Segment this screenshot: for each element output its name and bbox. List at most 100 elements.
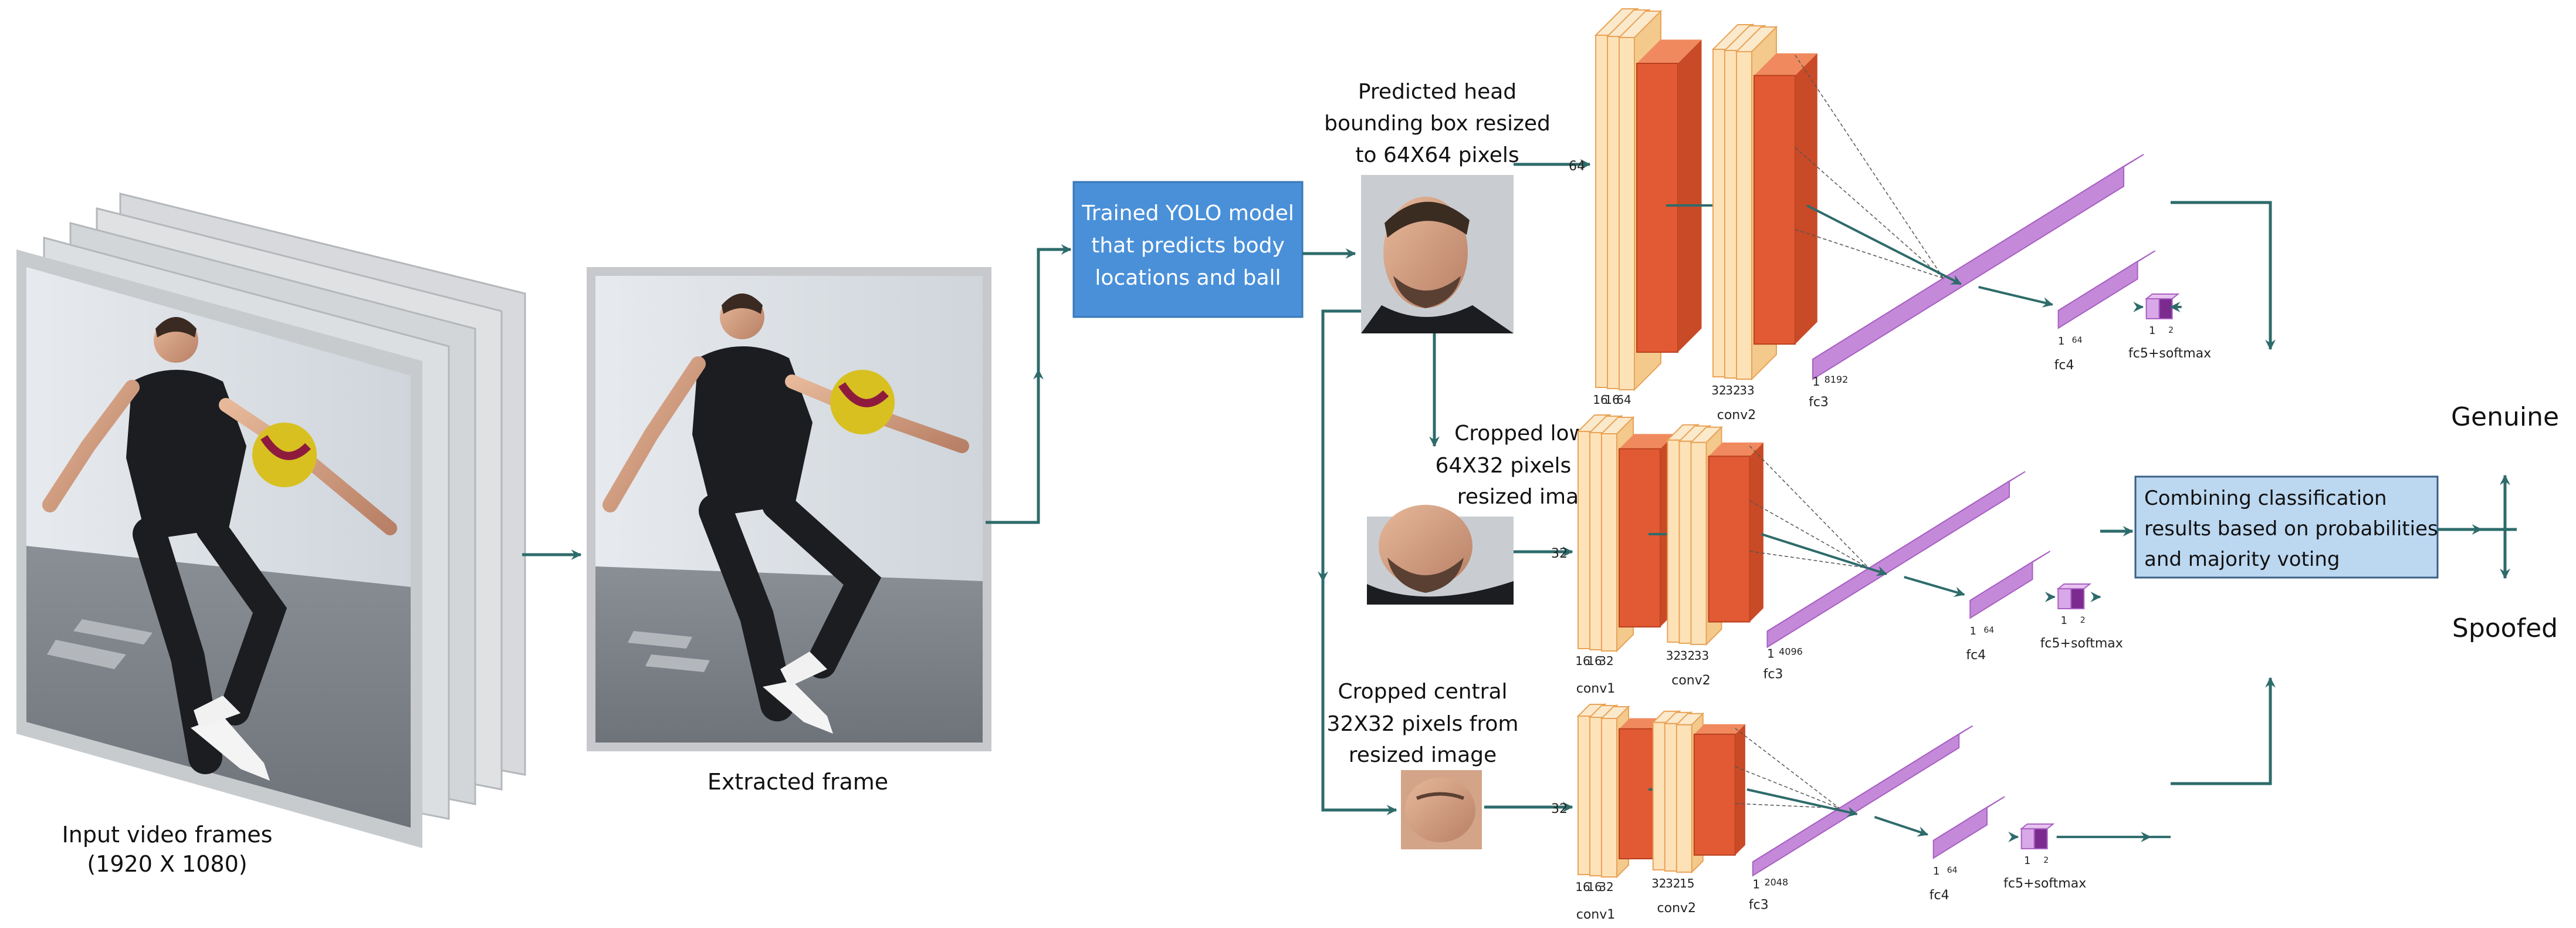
branch-2-proj-1 (1749, 551, 1869, 569)
branch-3-conv2-layer2-front (1675, 724, 1692, 873)
branch-1-proj-2 (1795, 147, 1944, 279)
head-label-line1: Predicted head (1358, 80, 1517, 104)
branch-3-fc5-a (2020, 828, 2035, 849)
branch-3-fc5-label: fc5+softmax (2003, 876, 2086, 891)
branch-2-fc5-top (2056, 583, 2092, 589)
branch-1-conv2-dim-0: 32 (1711, 383, 1726, 397)
branch-3-conv2-core (1693, 733, 1736, 856)
output-spoofed: Spoofed (2452, 613, 2558, 643)
lower-crop-image (1367, 505, 1514, 605)
branch-1-conv1-dim-2: 64 (1616, 393, 1631, 407)
branch-1-conv1-dim-1: 16 (1605, 393, 1619, 407)
combine-line1: Combining classification (2144, 487, 2387, 510)
branch-2-fc5-a (2057, 588, 2072, 609)
input-label-line2: (1920 X 1080) (87, 851, 247, 877)
branch-1-conv2-core-top (1754, 53, 1817, 76)
branch-1-fc5-label: fc5+softmax (2128, 346, 2211, 361)
branch-1-conv2-layer2-front (1736, 51, 1752, 380)
branch-1-conv1-core-side (1678, 39, 1702, 352)
branch-3-conv2-label: conv2 (1657, 901, 1697, 916)
branch-2-input-dim: 32 (1551, 546, 1568, 561)
combine-line3: and majority voting (2144, 548, 2340, 571)
branch-1-fc5-a (2145, 298, 2160, 319)
branch-1-conv2-dim-2: 33 (1739, 383, 1754, 397)
branch-3-input-dim: 32 (1551, 802, 1568, 816)
input-frame-stack: Input video frames (1920 X 1080) (16, 193, 526, 877)
branch-1-conv1-layer2-front (1619, 37, 1635, 390)
branch-2-fc3-front (1766, 480, 2010, 649)
branch-1-fc4-dim-1: 64 (2072, 336, 2083, 345)
branch-2-arrow-fc3fc4 (1904, 576, 1965, 597)
branch-1-fc3-dim-1: 8192 (1824, 374, 1849, 385)
central-label-line1: Cropped central (1338, 680, 1507, 704)
branch-2-fc5-b (2070, 588, 2085, 609)
branch-3-conv1-label: conv1 (1576, 907, 1616, 922)
branch-1-fc5-dim-0: 1 (2149, 325, 2155, 337)
branch-3-fc5-dim-0: 1 (2024, 855, 2030, 867)
branch-1-proj-1 (1795, 229, 1944, 279)
branch-3-proj-2 (1735, 766, 1840, 809)
branch-2-conv1-dim-2: 32 (1599, 654, 1613, 668)
branch-3-fc5-b (2033, 828, 2048, 849)
branch-2-fc4-front (1969, 561, 2033, 619)
branch-3-conv2-dim-1: 32 (1666, 876, 1680, 890)
branch-1-conv2-label: conv2 (1717, 408, 1756, 423)
branch-1-fc3-front (1812, 165, 2124, 380)
branch-3-conv1-layer2-front (1601, 718, 1617, 878)
branch-3-fc4-front (1932, 806, 1988, 859)
branch-1-conv2-dim-1: 32 (1725, 383, 1740, 397)
branch-1-conv1-core-top (1637, 39, 1702, 63)
input-label-line1: Input video frames (62, 822, 273, 848)
branch-2-conv2-core (1708, 455, 1751, 623)
branch-3-fc4-dim-0: 1 (1933, 865, 1939, 878)
branch-2-conv1-label: conv1 (1576, 681, 1616, 696)
cnn-branches: 64161664conv1323233conv218192fc3164fc412… (1484, 7, 2211, 922)
branch-3-fc5-top (2019, 823, 2055, 829)
arrow-extracted-to-yolo (986, 244, 1072, 524)
branch-2-arrow-c2fc3 (1761, 533, 1888, 576)
branch-3-fc4-dim-1: 64 (1947, 866, 1958, 875)
branch-3-conv2-core-top (1694, 724, 1745, 734)
branch-2-conv2-dim-1: 32 (1680, 649, 1695, 663)
branch-1-input-dim: 64 (1569, 159, 1585, 174)
branch-1-proj-0 (1795, 55, 1944, 279)
branch-1-conv1-dim-0: 16 (1593, 393, 1607, 407)
branch-3-arrow-c2fc3 (1746, 788, 1858, 818)
branch-3-arrow-fc3fc4 (1874, 815, 1929, 837)
branch-3-fc3-dim-0: 1 (1752, 877, 1760, 891)
branch-3-fc4-label: fc4 (1930, 888, 1949, 903)
branch-1-arrow-c2fc3 (1806, 204, 1962, 285)
branch-3-fc3-front (1752, 733, 1960, 877)
branch-3-conv2-dim-0: 32 (1651, 876, 1666, 890)
branch-1-fc5-top (2144, 293, 2180, 299)
branch-2-fc5-dim-0: 1 (2061, 615, 2067, 627)
branch-3-conv1-dim-0: 16 (1575, 880, 1590, 894)
branch-3-proj-0 (1735, 728, 1840, 809)
branch-1-conv1-core (1636, 63, 1678, 353)
branch-3-conv1-dim-1: 16 (1587, 880, 1602, 894)
branch-2-fc3-dim-0: 1 (1767, 646, 1775, 660)
yolo-line3: locations and ball (1095, 266, 1281, 290)
branch-1-arrow-fc3fc4 (1978, 286, 2054, 308)
front-video-frame (16, 249, 422, 848)
central-label-line3: resized image (1349, 743, 1497, 767)
branch-3-fc3-label: fc3 (1749, 897, 1769, 912)
branch-2-conv1-dim-1: 16 (1587, 654, 1602, 668)
branch-2-fc3-label: fc3 (1763, 667, 1783, 681)
branch-2-proj-2 (1749, 500, 1870, 569)
branch-2-conv1-dim-0: 16 (1575, 654, 1590, 668)
branch-2-conv1-core (1619, 448, 1661, 627)
branch-2-conv1-layer2-front (1601, 433, 1617, 652)
branch-2-conv2-label: conv2 (1671, 673, 1711, 688)
yolo-line2: that predicts body (1091, 234, 1285, 258)
branch-2-fc4-label: fc4 (1966, 648, 1986, 663)
head-label-line2: bounding box resized (1324, 112, 1551, 136)
arrow-branch1-to-combine (2171, 201, 2276, 350)
branch-2-conv1-core-top (1619, 434, 1675, 449)
branch-1-fc4-label: fc4 (2054, 358, 2074, 373)
yolo-model-box: Trained YOLO model that predicts body lo… (1072, 181, 1304, 318)
branch-2-fc5-label: fc5+softmax (2040, 636, 2123, 651)
